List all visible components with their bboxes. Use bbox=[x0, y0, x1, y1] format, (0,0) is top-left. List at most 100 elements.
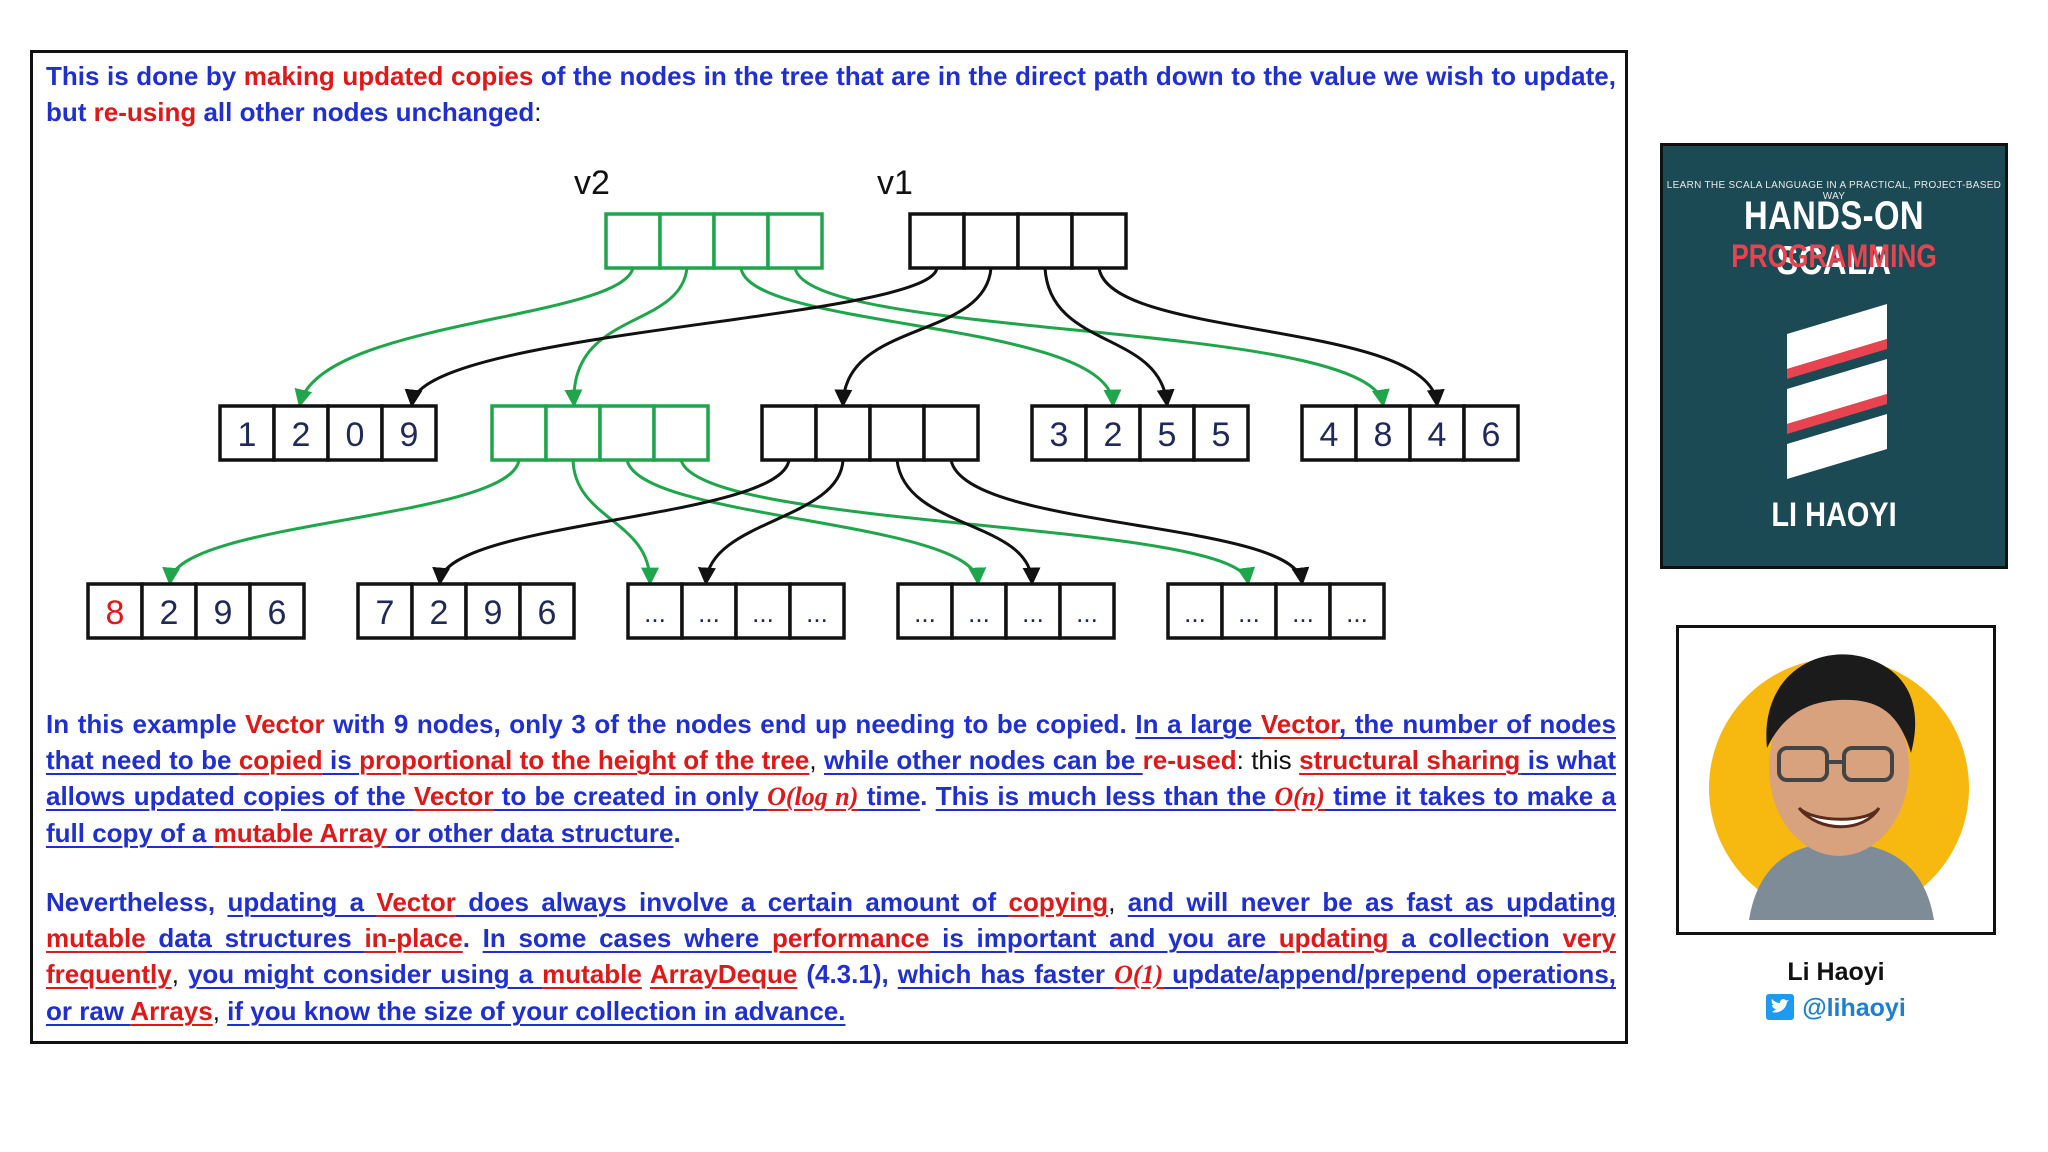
level2-node: 4846 bbox=[1302, 406, 1518, 460]
node-value: ... bbox=[698, 598, 720, 628]
node-cell bbox=[546, 406, 600, 460]
p2-text: In a large bbox=[1135, 709, 1261, 739]
node-cell bbox=[816, 406, 870, 460]
leaf-node: ............ bbox=[1168, 584, 1384, 638]
node-cell bbox=[600, 406, 654, 460]
node-value: 9 bbox=[214, 594, 233, 632]
p3-space bbox=[642, 959, 650, 989]
p3-mutable: mutable bbox=[542, 959, 642, 989]
node-value: 6 bbox=[1482, 416, 1501, 454]
p3-text: does always involve a certain amount of bbox=[456, 887, 1009, 917]
node-value: 0 bbox=[346, 416, 365, 454]
p2-text: . bbox=[920, 781, 936, 811]
leaf-node: ............ bbox=[898, 584, 1114, 638]
p3-comma: , bbox=[172, 959, 188, 989]
author-name: Li Haoyi bbox=[1676, 958, 1996, 987]
scala-logo-icon bbox=[1777, 294, 1897, 484]
p3-vector: Vector bbox=[376, 887, 456, 917]
p2-text: to be created in only bbox=[493, 781, 767, 811]
node-value: 2 bbox=[292, 416, 311, 454]
nevertheless-paragraph: Nevertheless, updating a Vector does alw… bbox=[46, 884, 1616, 1029]
root-v2-label: v2 bbox=[574, 164, 610, 202]
node-value: 6 bbox=[268, 594, 287, 632]
node-value: ... bbox=[644, 598, 666, 628]
node-value: 4 bbox=[1320, 416, 1339, 454]
level2-node: 3255 bbox=[1032, 406, 1248, 460]
node-cell bbox=[1072, 214, 1126, 268]
p2-text: with 9 nodes, only 3 of the nodes end up… bbox=[325, 709, 1136, 739]
p2-text: or other data structure bbox=[387, 818, 673, 848]
node-cell bbox=[660, 214, 714, 268]
p2-text: while other nodes can be bbox=[824, 745, 1143, 775]
p3-in-place: in-place bbox=[364, 923, 462, 953]
node-cell bbox=[654, 406, 708, 460]
node-value: ... bbox=[1346, 598, 1368, 628]
root-node-v1 bbox=[910, 214, 1126, 268]
node-value: ... bbox=[1076, 598, 1098, 628]
author-portrait bbox=[1676, 625, 1996, 935]
p3-updating: updating bbox=[1279, 923, 1389, 953]
p3-text: (4.3.1), bbox=[797, 959, 897, 989]
edge-original bbox=[1045, 268, 1167, 404]
edge-original bbox=[1099, 268, 1437, 404]
node-cell bbox=[1018, 214, 1072, 268]
p3-mutable: mutable bbox=[46, 923, 146, 953]
node-value: 3 bbox=[1050, 416, 1069, 454]
node-cell bbox=[714, 214, 768, 268]
node-value: 5 bbox=[1158, 416, 1177, 454]
p3-arraydeque: ArrayDeque bbox=[650, 959, 797, 989]
root-v1-label: v1 bbox=[877, 164, 913, 202]
p2-reused: re-used bbox=[1143, 745, 1237, 775]
edge-copied bbox=[170, 460, 519, 582]
p3-comma: , bbox=[1108, 887, 1128, 917]
node-value: 2 bbox=[430, 594, 449, 632]
p3-text: if you know the size of your collection … bbox=[227, 996, 845, 1026]
node-value: 4 bbox=[1428, 416, 1447, 454]
book-cover[interactable]: LEARN THE SCALA LANGUAGE IN A PRACTICAL,… bbox=[1660, 143, 2008, 569]
edge-copied bbox=[574, 268, 687, 404]
p2-vector: Vector bbox=[414, 781, 494, 811]
node-cell bbox=[492, 406, 546, 460]
node-value: 9 bbox=[484, 594, 503, 632]
avatar bbox=[1679, 628, 1993, 932]
node-value: ... bbox=[1238, 598, 1260, 628]
p2-text: : this bbox=[1237, 745, 1299, 775]
p3-copying: copying bbox=[1009, 887, 1109, 917]
p3-text: you might consider using a bbox=[188, 959, 542, 989]
p2-copied: copied bbox=[239, 745, 323, 775]
p2-comma: , bbox=[809, 745, 824, 775]
twitter-handle-text: @lihaoyi bbox=[1802, 994, 1906, 1022]
node-cell bbox=[924, 406, 978, 460]
node-value: 1 bbox=[238, 416, 257, 454]
p2-text: is bbox=[323, 745, 359, 775]
p2-vector: Vector bbox=[1261, 709, 1339, 739]
node-cell bbox=[768, 214, 822, 268]
level2-node bbox=[762, 406, 978, 460]
edge-original bbox=[440, 460, 789, 582]
p3-text: Nevertheless, bbox=[46, 887, 227, 917]
node-value: ... bbox=[914, 598, 936, 628]
edge-copied bbox=[300, 268, 633, 404]
node-value: 8 bbox=[1374, 416, 1393, 454]
node-value: 7 bbox=[376, 594, 395, 632]
node-value: 2 bbox=[160, 594, 179, 632]
p2-proportional: proportional to the height of the tree bbox=[359, 745, 809, 775]
p2-on: O(n) bbox=[1274, 782, 1325, 811]
node-cell bbox=[762, 406, 816, 460]
p2-structural-sharing: structural sharing bbox=[1299, 745, 1520, 775]
p3-text: . bbox=[463, 923, 483, 953]
book-title-line2: PROGRAMMING bbox=[1694, 238, 1974, 275]
node-cell bbox=[964, 214, 1018, 268]
node-value: 8 bbox=[106, 594, 125, 632]
twitter-bird-icon bbox=[1766, 994, 1794, 1020]
twitter-handle[interactable]: @lihaoyi bbox=[1676, 994, 1996, 1023]
p3-text: updating a bbox=[227, 887, 376, 917]
tree-nodes: 12093255484682967296....................… bbox=[88, 214, 1518, 638]
level2-node bbox=[492, 406, 708, 460]
p2-text: In this example bbox=[46, 709, 245, 739]
p2-vector: Vector bbox=[245, 709, 325, 739]
node-value: ... bbox=[806, 598, 828, 628]
p2-mutable-array: mutable Array bbox=[214, 818, 388, 848]
edge-original bbox=[951, 460, 1302, 582]
